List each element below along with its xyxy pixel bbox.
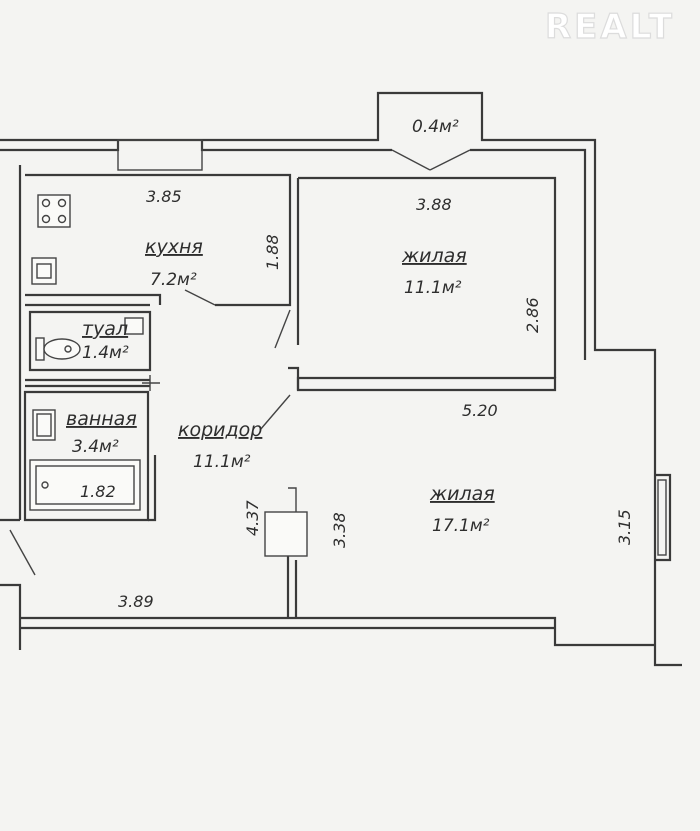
dim-living2-depth: 3.15 <box>615 509 634 545</box>
dim-kitchen-width: 3.85 <box>146 187 182 206</box>
watermark-logo: REALT <box>545 7 675 47</box>
kitchen-area: 7.2м² <box>150 270 197 290</box>
dim-corridor-width: 3.89 <box>118 592 154 611</box>
labels: 0.4м² кухня 7.2м² туал 1.4м² ванная 3.4м… <box>66 117 634 611</box>
kitchen-window <box>117 139 203 171</box>
toilet-icon <box>35 337 81 361</box>
kitchen-name: кухня <box>145 236 203 258</box>
wc-name: туал <box>82 318 128 340</box>
radiator-icon <box>657 479 667 556</box>
living2-name: жилая <box>429 483 495 505</box>
dim-living1-depth: 2.86 <box>523 297 542 333</box>
wardrobe-icon <box>264 511 308 557</box>
dim-living2-inner: 3.38 <box>330 512 349 548</box>
living1-area: 11.1м² <box>404 278 462 298</box>
dim-living2-width: 5.20 <box>462 401 498 420</box>
living2-area: 17.1м² <box>432 516 490 536</box>
dim-living1-width: 3.88 <box>416 195 452 214</box>
bathtub-icon <box>29 459 141 511</box>
dim-corridor-depth: 4.37 <box>243 500 262 536</box>
balcony-area: 0.4м² <box>412 117 459 137</box>
interior-walls <box>9 149 557 618</box>
corridor-area: 11.1м² <box>193 452 251 472</box>
bath-area: 3.4м² <box>72 437 119 457</box>
living1-name: жилая <box>401 245 467 267</box>
dim-kitchen-depth: 1.88 <box>263 234 282 270</box>
stove-icon <box>37 194 71 228</box>
bath-sink-icon <box>32 409 56 441</box>
wc-sink-icon <box>124 317 144 335</box>
bath-name: ванная <box>66 408 137 430</box>
corridor-name: коридор <box>178 419 262 441</box>
wc-area: 1.4м² <box>82 343 129 363</box>
fixtures <box>29 194 667 557</box>
dim-bath-tub: 1.82 <box>80 482 116 501</box>
kitchen-sink-icon <box>31 257 57 285</box>
